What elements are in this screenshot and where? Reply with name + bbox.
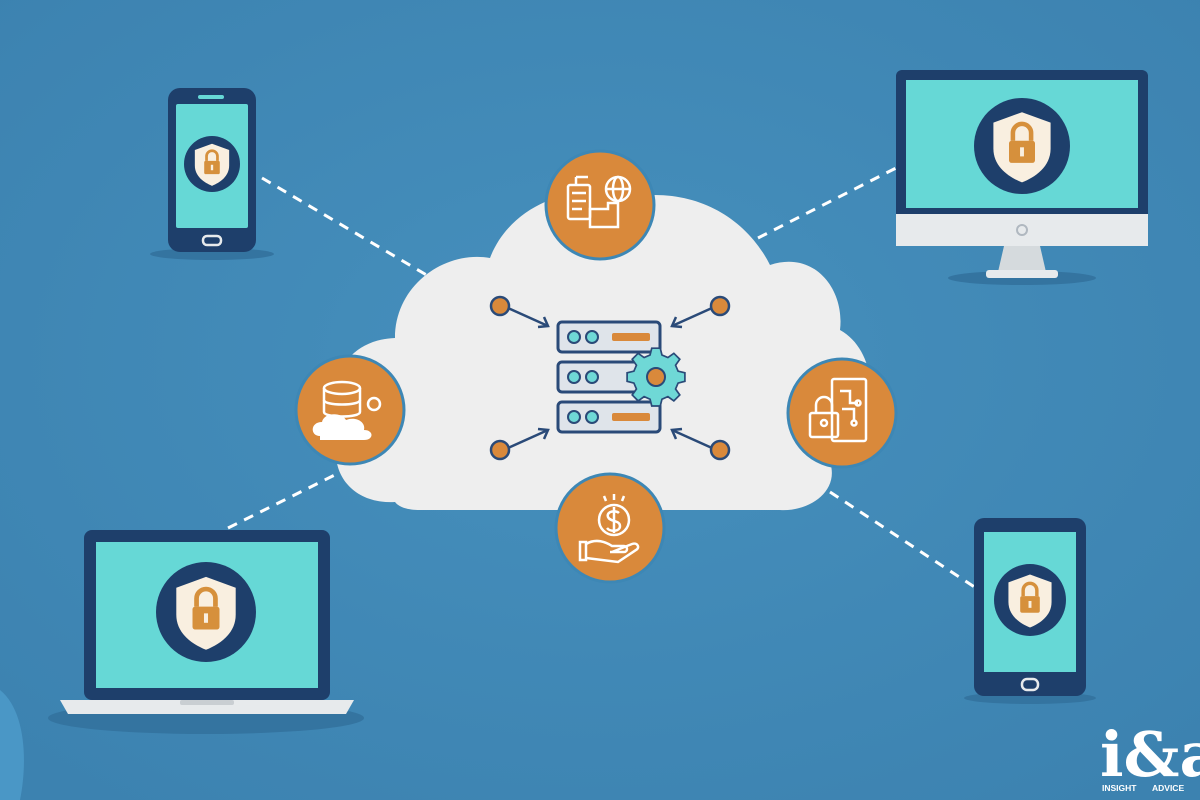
node-dot-top-left <box>489 295 511 317</box>
connection-line-phone <box>261 176 453 292</box>
logo-caption-insight: INSIGHT <box>1102 783 1137 793</box>
tablet-shield <box>964 518 1096 704</box>
node-dot-top-right <box>709 295 731 317</box>
smartphone-shield <box>150 88 274 260</box>
logo-caption-advice: ADVICE <box>1152 783 1184 793</box>
laptop-shield <box>48 530 364 734</box>
arrow-bottom-right <box>671 428 713 450</box>
logo-mark: i&a <box>1100 718 1200 791</box>
desktop-monitor-shield <box>896 70 1148 285</box>
insight-advice-logo: i&a INSIGHT ADVICE <box>1100 718 1200 793</box>
arrow-top-left <box>507 306 549 328</box>
connection-line-tablet <box>829 490 977 590</box>
node-dot-bottom-right <box>709 439 731 461</box>
background-corner-arc <box>0 690 24 800</box>
arrow-top-right <box>671 306 713 328</box>
locked-document-circuit-icon <box>786 357 898 469</box>
money-hand-icon <box>554 472 666 584</box>
arrow-bottom-left <box>507 428 549 450</box>
cloud-database-icon <box>294 354 406 466</box>
connection-line-laptop <box>227 453 376 530</box>
server-rack-gear-icon <box>556 320 686 434</box>
online-payment-globe-icon <box>544 149 656 261</box>
node-dot-bottom-left <box>489 439 511 461</box>
data-flow-arrows <box>507 306 713 450</box>
connection-lines <box>227 164 977 590</box>
connection-line-desktop <box>757 164 901 240</box>
